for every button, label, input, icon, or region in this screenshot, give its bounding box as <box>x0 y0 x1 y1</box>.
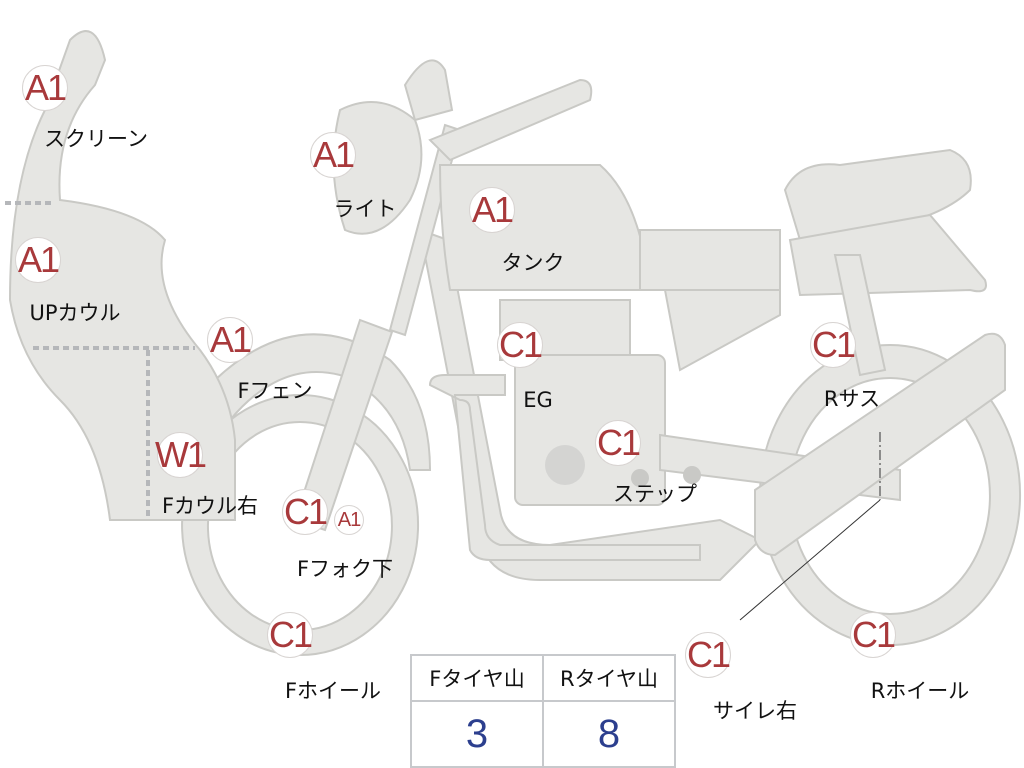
grade-marker-tank: A1 <box>469 187 515 233</box>
grade-marker-front-fender: A1 <box>207 317 253 363</box>
label-rear-suspension: Rサス <box>823 387 881 411</box>
grade-marker-front-fork-lower: C1 <box>282 489 328 535</box>
grade-marker-rear-wheel: C1 <box>850 612 896 658</box>
front-tire-value: 3 <box>410 700 544 768</box>
side-cover-lower <box>663 289 781 372</box>
headlight <box>332 101 423 235</box>
footpeg <box>683 466 701 484</box>
label-front-fender: Fフェン <box>237 379 313 403</box>
label-screen: スクリーン <box>44 127 148 151</box>
rear-tire-value: 8 <box>542 700 676 768</box>
front-tire-header: Fタイヤ山 <box>410 654 544 702</box>
grade-marker-front-wheel: C1 <box>267 612 313 658</box>
handlebar <box>428 78 593 162</box>
engine-cover <box>545 445 585 485</box>
fairing <box>8 30 236 521</box>
rear-tire-header: Rタイヤ山 <box>542 654 676 702</box>
label-engine: EG <box>523 388 553 412</box>
grade-marker-engine: C1 <box>497 322 543 368</box>
grade-marker-light: A1 <box>310 132 356 178</box>
grade-marker-upper-cowl: A1 <box>15 237 61 283</box>
label-light: ライト <box>333 197 397 221</box>
exhaust-pipe <box>428 374 701 561</box>
tire-tread-table: Fタイヤ山 Rタイヤ山 3 8 <box>410 654 676 768</box>
leader-line <box>739 432 881 621</box>
mirror <box>403 59 454 122</box>
muffler <box>754 332 1006 557</box>
fairing-section-lines <box>5 201 195 518</box>
label-front-fork-lower: Fフォク下 <box>296 557 394 581</box>
grade-marker-step: C1 <box>595 420 641 466</box>
label-tank: タンク <box>501 251 565 275</box>
label-muffler-right: サイレ右 <box>713 699 797 723</box>
label-upper-cowl: UPカウル <box>29 301 121 325</box>
grade-marker-front-fork-lower-secondary: A1 <box>334 505 364 535</box>
grade-marker-screen: A1 <box>22 65 68 111</box>
grade-marker-muffler-right: C1 <box>685 632 731 678</box>
grade-marker-front-cowl-right: W1 <box>155 432 207 478</box>
label-step: ステップ <box>613 482 697 506</box>
side-cover <box>639 229 781 291</box>
label-rear-wheel: Rホイール <box>870 679 970 703</box>
label-front-wheel: Fホイール <box>284 679 382 703</box>
label-front-cowl-right: Fカウル右 <box>161 494 259 518</box>
grade-marker-rear-suspension: C1 <box>810 322 856 368</box>
footpeg <box>631 469 649 487</box>
